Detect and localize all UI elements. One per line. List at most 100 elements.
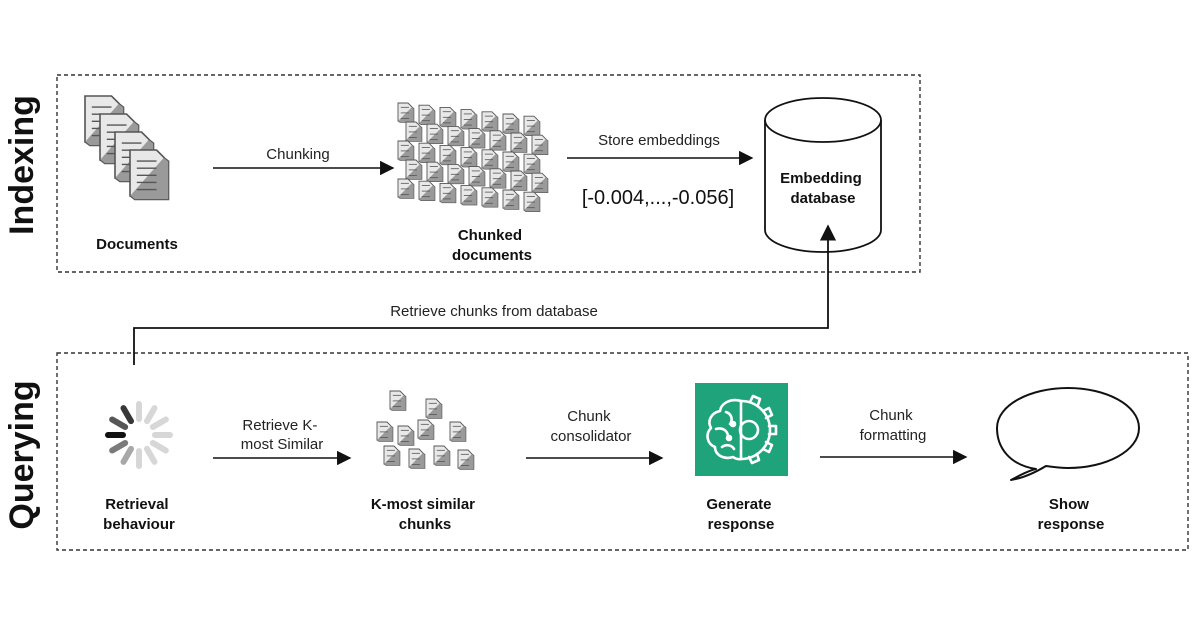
- document-page: [405, 159, 423, 180]
- spinner-spoke: [149, 440, 169, 454]
- retrieval-behaviour-caption-line: behaviour: [103, 516, 175, 533]
- chunk-formatting-label: Chunk formatting: [860, 407, 927, 444]
- document-page: [397, 140, 415, 161]
- k-most-similar-chunks-caption-line: chunks: [399, 516, 452, 533]
- document-page: [447, 125, 465, 147]
- document-page: [460, 109, 478, 130]
- chunking-label: Chunking: [266, 146, 329, 163]
- document-page: [489, 168, 507, 189]
- chunking-label-line: Chunking: [266, 146, 329, 163]
- store-embeddings-label-line: Store embeddings: [598, 132, 720, 149]
- document-page: [405, 121, 423, 142]
- document-page: [389, 390, 407, 411]
- document-page: [457, 449, 475, 470]
- querying-section-label: Querying: [3, 380, 41, 529]
- document-page: [397, 178, 415, 199]
- document-page: [489, 130, 507, 151]
- document-page: [460, 185, 478, 206]
- chunk-formatting-label-line: Chunk: [869, 407, 913, 424]
- document-page: [531, 172, 549, 193]
- chunked-documents-caption-line: documents: [452, 247, 532, 264]
- retrieve-chunks-label-line: Retrieve chunks from database: [390, 303, 598, 320]
- document-page: [510, 170, 528, 191]
- document-page: [502, 189, 520, 210]
- embedding-database-icon: [764, 97, 882, 253]
- document-page: [502, 151, 520, 172]
- embedding-database-caption-line: Embedding: [780, 170, 862, 187]
- documents-icon: [84, 95, 170, 201]
- generate-response-caption-line: response: [708, 516, 775, 533]
- document-page: [425, 398, 443, 419]
- document-page: [502, 113, 520, 134]
- spinner-spoke: [144, 405, 158, 425]
- document-page: [426, 123, 444, 144]
- spinner-icon: [105, 401, 173, 469]
- document-page: [460, 147, 478, 168]
- document-page: [523, 153, 541, 174]
- document-page: [449, 421, 467, 442]
- embedding-vector-text: [-0.004,...,-0.056]: [582, 187, 734, 209]
- embedding-database-caption: Embedding database: [780, 170, 866, 207]
- documents-caption-line: Documents: [96, 236, 178, 253]
- indexing-section-box: [56, 74, 921, 273]
- show-response-caption: Show response: [1038, 496, 1105, 533]
- show-response-caption-line: Show: [1049, 496, 1089, 513]
- embedding-database-caption-line: database: [790, 190, 855, 207]
- retrieve-chunks-label: Retrieve chunks from database: [390, 303, 598, 320]
- generate-response-caption-line: Generate: [706, 496, 771, 513]
- generate-response-caption: Generate response: [706, 496, 775, 533]
- spinner-spoke: [109, 440, 129, 454]
- document-page: [417, 419, 435, 440]
- document-page: [481, 149, 499, 170]
- store-embeddings-label: Store embeddings: [598, 132, 720, 149]
- spinner-spoke: [109, 416, 129, 430]
- document-page: [468, 166, 486, 187]
- document-page: [468, 128, 486, 149]
- document-page: [408, 448, 426, 469]
- spinner-spoke: [149, 416, 169, 430]
- document-page: [426, 161, 444, 182]
- chunk-consolidator-label: Chunk consolidator: [551, 408, 632, 445]
- document-page: [418, 104, 436, 125]
- retrieve-k-most-similar-label-line: Retrieve K-: [242, 417, 317, 434]
- document-page: [433, 445, 451, 466]
- retrieval-behaviour-caption: Retrieval behaviour: [103, 496, 175, 533]
- document-page: [439, 182, 457, 204]
- querying-section-box: [56, 352, 1189, 551]
- indexing-section-label: Indexing: [3, 95, 41, 235]
- spinner-spoke: [120, 405, 134, 425]
- k-most-similar-chunks-icon: [376, 390, 475, 470]
- spinner-spoke: [144, 445, 158, 465]
- document-page: [481, 187, 499, 208]
- document-page: [397, 102, 415, 123]
- document-page: [129, 149, 170, 201]
- chunk-consolidator-label-line: Chunk: [567, 408, 611, 425]
- retrieval-behaviour-caption-line: Retrieval: [105, 496, 168, 513]
- k-most-similar-chunks-caption-line: K-most similar: [371, 496, 475, 513]
- chunk-consolidator-label-line: consolidator: [551, 428, 632, 445]
- retrieve-k-most-similar-label-line: most Similar: [241, 436, 324, 453]
- document-page: [418, 180, 436, 201]
- document-page: [447, 163, 465, 185]
- document-page: [383, 445, 401, 466]
- chunked-documents-caption: Chunked documents: [452, 227, 532, 264]
- show-response-caption-line: response: [1038, 516, 1105, 533]
- document-page: [397, 425, 415, 446]
- k-most-similar-chunks-caption: K-most similar chunks: [371, 496, 479, 533]
- document-page: [523, 115, 541, 136]
- document-page: [418, 142, 436, 163]
- document-page: [481, 111, 499, 132]
- document-page: [523, 191, 541, 212]
- document-page: [510, 132, 528, 153]
- document-page: [531, 134, 549, 155]
- speech-bubble-icon: [996, 387, 1140, 481]
- chunked-documents-icon: [397, 102, 549, 212]
- document-page: [376, 421, 394, 442]
- chunked-documents-caption-line: Chunked: [458, 227, 522, 244]
- chunk-formatting-label-line: formatting: [860, 427, 927, 444]
- retrieve-chunks-connector: [133, 224, 837, 365]
- documents-caption: Documents: [96, 236, 178, 253]
- retrieve-k-most-similar-label: Retrieve K- most Similar: [241, 417, 324, 453]
- document-page: [439, 106, 457, 128]
